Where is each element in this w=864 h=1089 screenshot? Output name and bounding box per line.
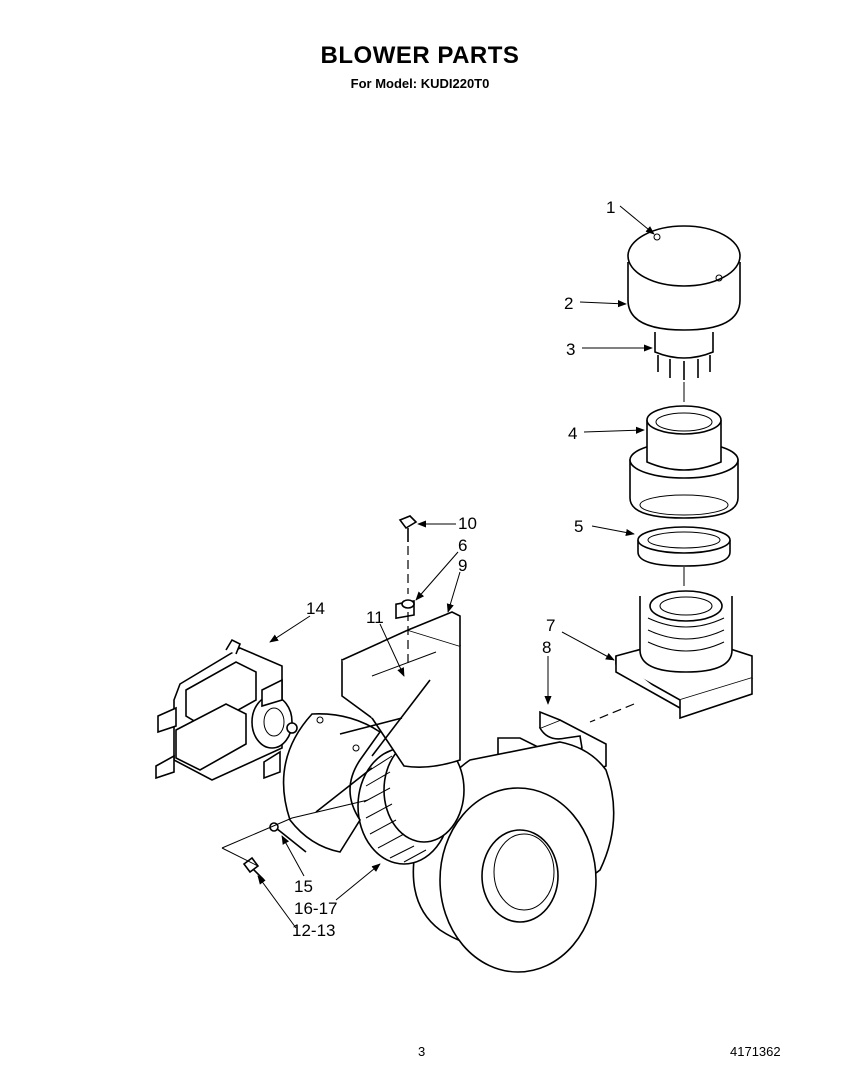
callout-12-13: 12-13 <box>292 921 335 940</box>
motor-plate-part <box>282 679 431 853</box>
terminal-block-part <box>654 332 714 380</box>
callout-14: 14 <box>306 599 325 618</box>
callout-8: 8 <box>542 638 551 657</box>
callout-9: 9 <box>458 556 467 575</box>
housing-base-part <box>615 590 753 720</box>
callout-2: 2 <box>564 294 573 313</box>
callout-6: 6 <box>458 536 467 555</box>
motor-part <box>155 638 298 781</box>
callout-labels: 1 2 3 4 5 10 6 9 11 14 7 8 15 16-17 12-1… <box>292 198 615 940</box>
drawing-number: 4171362 <box>730 1044 781 1059</box>
callout-3: 3 <box>566 340 575 359</box>
page-title: BLOWER PARTS <box>320 42 520 69</box>
callout-7: 7 <box>546 616 555 635</box>
mounting-bracket-part <box>341 600 461 768</box>
washer-6 <box>401 599 415 609</box>
callout-1: 1 <box>606 198 615 217</box>
o-ring-part <box>637 526 731 567</box>
collar-part <box>629 405 739 519</box>
callout-16-17: 16-17 <box>294 899 337 918</box>
callout-10: 10 <box>458 514 477 533</box>
screw-12-13 <box>242 856 265 881</box>
page-number: 3 <box>418 1044 426 1059</box>
callout-4: 4 <box>568 424 577 443</box>
screw-10 <box>398 515 418 542</box>
leader-lines <box>257 205 655 929</box>
callout-5: 5 <box>574 517 583 536</box>
cap-part <box>627 225 741 331</box>
callout-15: 15 <box>294 877 313 896</box>
callout-11: 11 <box>366 608 384 627</box>
model-subtitle: For Model: KUDI220T0 <box>350 76 490 91</box>
